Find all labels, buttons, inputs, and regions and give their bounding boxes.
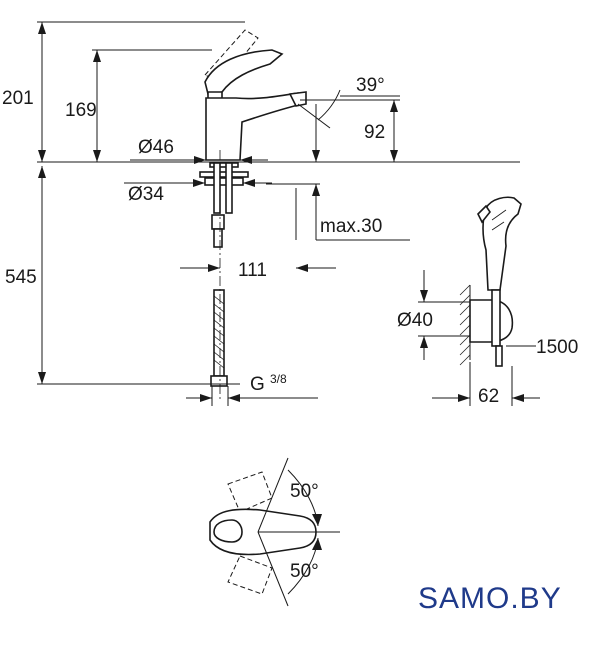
spout-flow-line bbox=[297, 103, 331, 129]
arrow bbox=[420, 336, 428, 348]
faucet-side-view bbox=[37, 29, 520, 400]
arrow bbox=[93, 50, 101, 62]
hose-connector-neck bbox=[213, 228, 223, 248]
shower-holder bbox=[469, 299, 514, 343]
dim-label-34: Ø34 bbox=[128, 184, 164, 205]
arrow bbox=[312, 184, 320, 196]
dim-label-545: 545 bbox=[5, 267, 37, 288]
angle-line-bottom bbox=[257, 531, 289, 607]
dim-label-g: G bbox=[250, 374, 265, 395]
mount-stud-left bbox=[213, 162, 221, 214]
mount-nut bbox=[204, 177, 244, 186]
spout-dimensions: 39° 92 bbox=[297, 75, 400, 162]
hand-shower-detail bbox=[491, 209, 507, 231]
handle-top-cap bbox=[213, 519, 243, 543]
dim-label-62: 62 bbox=[478, 386, 499, 407]
arrow bbox=[390, 100, 398, 112]
arrow bbox=[243, 179, 255, 187]
arrow bbox=[38, 22, 46, 34]
hose-braid-pattern bbox=[213, 295, 225, 369]
hose-nut bbox=[210, 375, 228, 387]
dim-label-39: 39° bbox=[356, 75, 385, 96]
hose-connector-top bbox=[211, 214, 225, 230]
site-logo: SAMO.BY bbox=[418, 582, 562, 615]
dim-label-50-top: 50° bbox=[290, 481, 319, 502]
arrow bbox=[38, 150, 46, 162]
dim-label-1500: 1500 bbox=[536, 337, 578, 358]
arrow bbox=[38, 166, 46, 178]
arrow bbox=[312, 538, 322, 550]
dim-label-201: 201 bbox=[2, 88, 34, 109]
deck-thickness-dimension: max.30 bbox=[266, 183, 410, 241]
angle-arc-39 bbox=[317, 89, 341, 121]
mount-stud-right bbox=[225, 162, 233, 214]
dim-label-40: Ø40 bbox=[397, 310, 433, 331]
faucet-lever-handle bbox=[204, 49, 284, 95]
dim-label-max30: max.30 bbox=[320, 216, 382, 237]
faucet-body bbox=[205, 92, 304, 161]
diameter-dimensions: Ø46 Ø34 bbox=[124, 137, 272, 205]
shower-hose-start bbox=[495, 345, 503, 367]
shower-handle-grip bbox=[491, 289, 501, 347]
arrow bbox=[512, 394, 524, 402]
arrow bbox=[240, 156, 252, 164]
dim-label-50-bottom: 50° bbox=[290, 561, 319, 582]
faucet-aerator bbox=[288, 91, 307, 107]
wall-hatching bbox=[459, 284, 471, 366]
handle-top-view: 50° 50° bbox=[209, 457, 340, 607]
dim-label-92: 92 bbox=[364, 122, 385, 143]
arrow bbox=[228, 394, 240, 402]
vertical-dimensions: 201 169 545 bbox=[2, 21, 245, 385]
arrow bbox=[208, 264, 220, 272]
arrow bbox=[312, 150, 320, 162]
arrow bbox=[38, 372, 46, 384]
arrow bbox=[194, 156, 206, 164]
handle-rotated-down-outline bbox=[227, 555, 273, 595]
dim-label-g-fraction: 3/8 bbox=[270, 372, 287, 386]
dim-label-111: 111 bbox=[238, 260, 267, 281]
arrow bbox=[390, 150, 398, 162]
arrow bbox=[93, 150, 101, 162]
arrow bbox=[296, 264, 308, 272]
angle-line-top bbox=[257, 457, 289, 533]
dim-label-46: Ø46 bbox=[138, 137, 174, 158]
mount-plate bbox=[209, 162, 239, 168]
arrow bbox=[458, 394, 470, 402]
connection-dimension: G 3/8 bbox=[186, 372, 318, 406]
handle-rotated-up-outline bbox=[227, 471, 273, 513]
arrow bbox=[193, 179, 205, 187]
arrow bbox=[312, 514, 322, 526]
mount-washer bbox=[199, 171, 249, 178]
arrow bbox=[200, 394, 212, 402]
logo-text: SAMO.BY bbox=[418, 582, 562, 615]
hand-shower-head bbox=[482, 196, 522, 291]
dim-label-169: 169 bbox=[65, 100, 97, 121]
arrow bbox=[420, 290, 428, 302]
projection-dimension: 111 bbox=[180, 260, 336, 281]
hand-shower-trigger bbox=[477, 204, 491, 224]
hand-shower-view: Ø40 1500 62 bbox=[397, 196, 578, 407]
